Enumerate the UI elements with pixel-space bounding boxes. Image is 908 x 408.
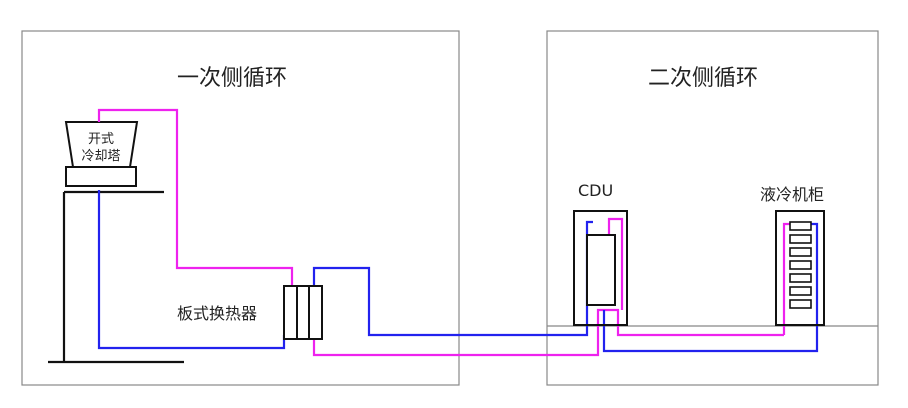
cdu-unit xyxy=(573,210,628,326)
secondary-loop-title: 二次侧循环 xyxy=(648,66,759,91)
tower-support xyxy=(48,190,184,364)
secondary-cold-pipe-b xyxy=(602,222,819,353)
cooling-tower-label-line2: 冷却塔 xyxy=(81,149,121,164)
cdu-label: CDU xyxy=(578,181,614,200)
cooling-tower-label-line1: 开式 xyxy=(87,132,114,147)
primary-loop-title: 一次侧循环 xyxy=(177,66,288,91)
heat-exchanger-label: 板式换热器 xyxy=(177,304,258,323)
cabinet-hot-line xyxy=(782,222,790,335)
cabinet-label: 液冷机柜 xyxy=(760,185,825,204)
secondary-hot-pipe xyxy=(312,308,784,357)
secondary-cold-pipe-a xyxy=(312,220,593,337)
plate-heat-exchanger xyxy=(283,285,323,340)
primary-hot-pipe xyxy=(97,108,294,288)
cdu-hot-riser xyxy=(607,217,624,310)
liquid-cooled-cabinet xyxy=(775,210,825,326)
secondary-loop-box xyxy=(546,30,879,386)
cooling-tower-label: 开式 冷却塔 xyxy=(66,131,136,165)
primary-cold-pipe xyxy=(97,190,286,350)
cabinet-server-slots xyxy=(789,221,812,309)
primary-loop-box xyxy=(21,30,460,386)
cooling-tower xyxy=(64,121,139,187)
